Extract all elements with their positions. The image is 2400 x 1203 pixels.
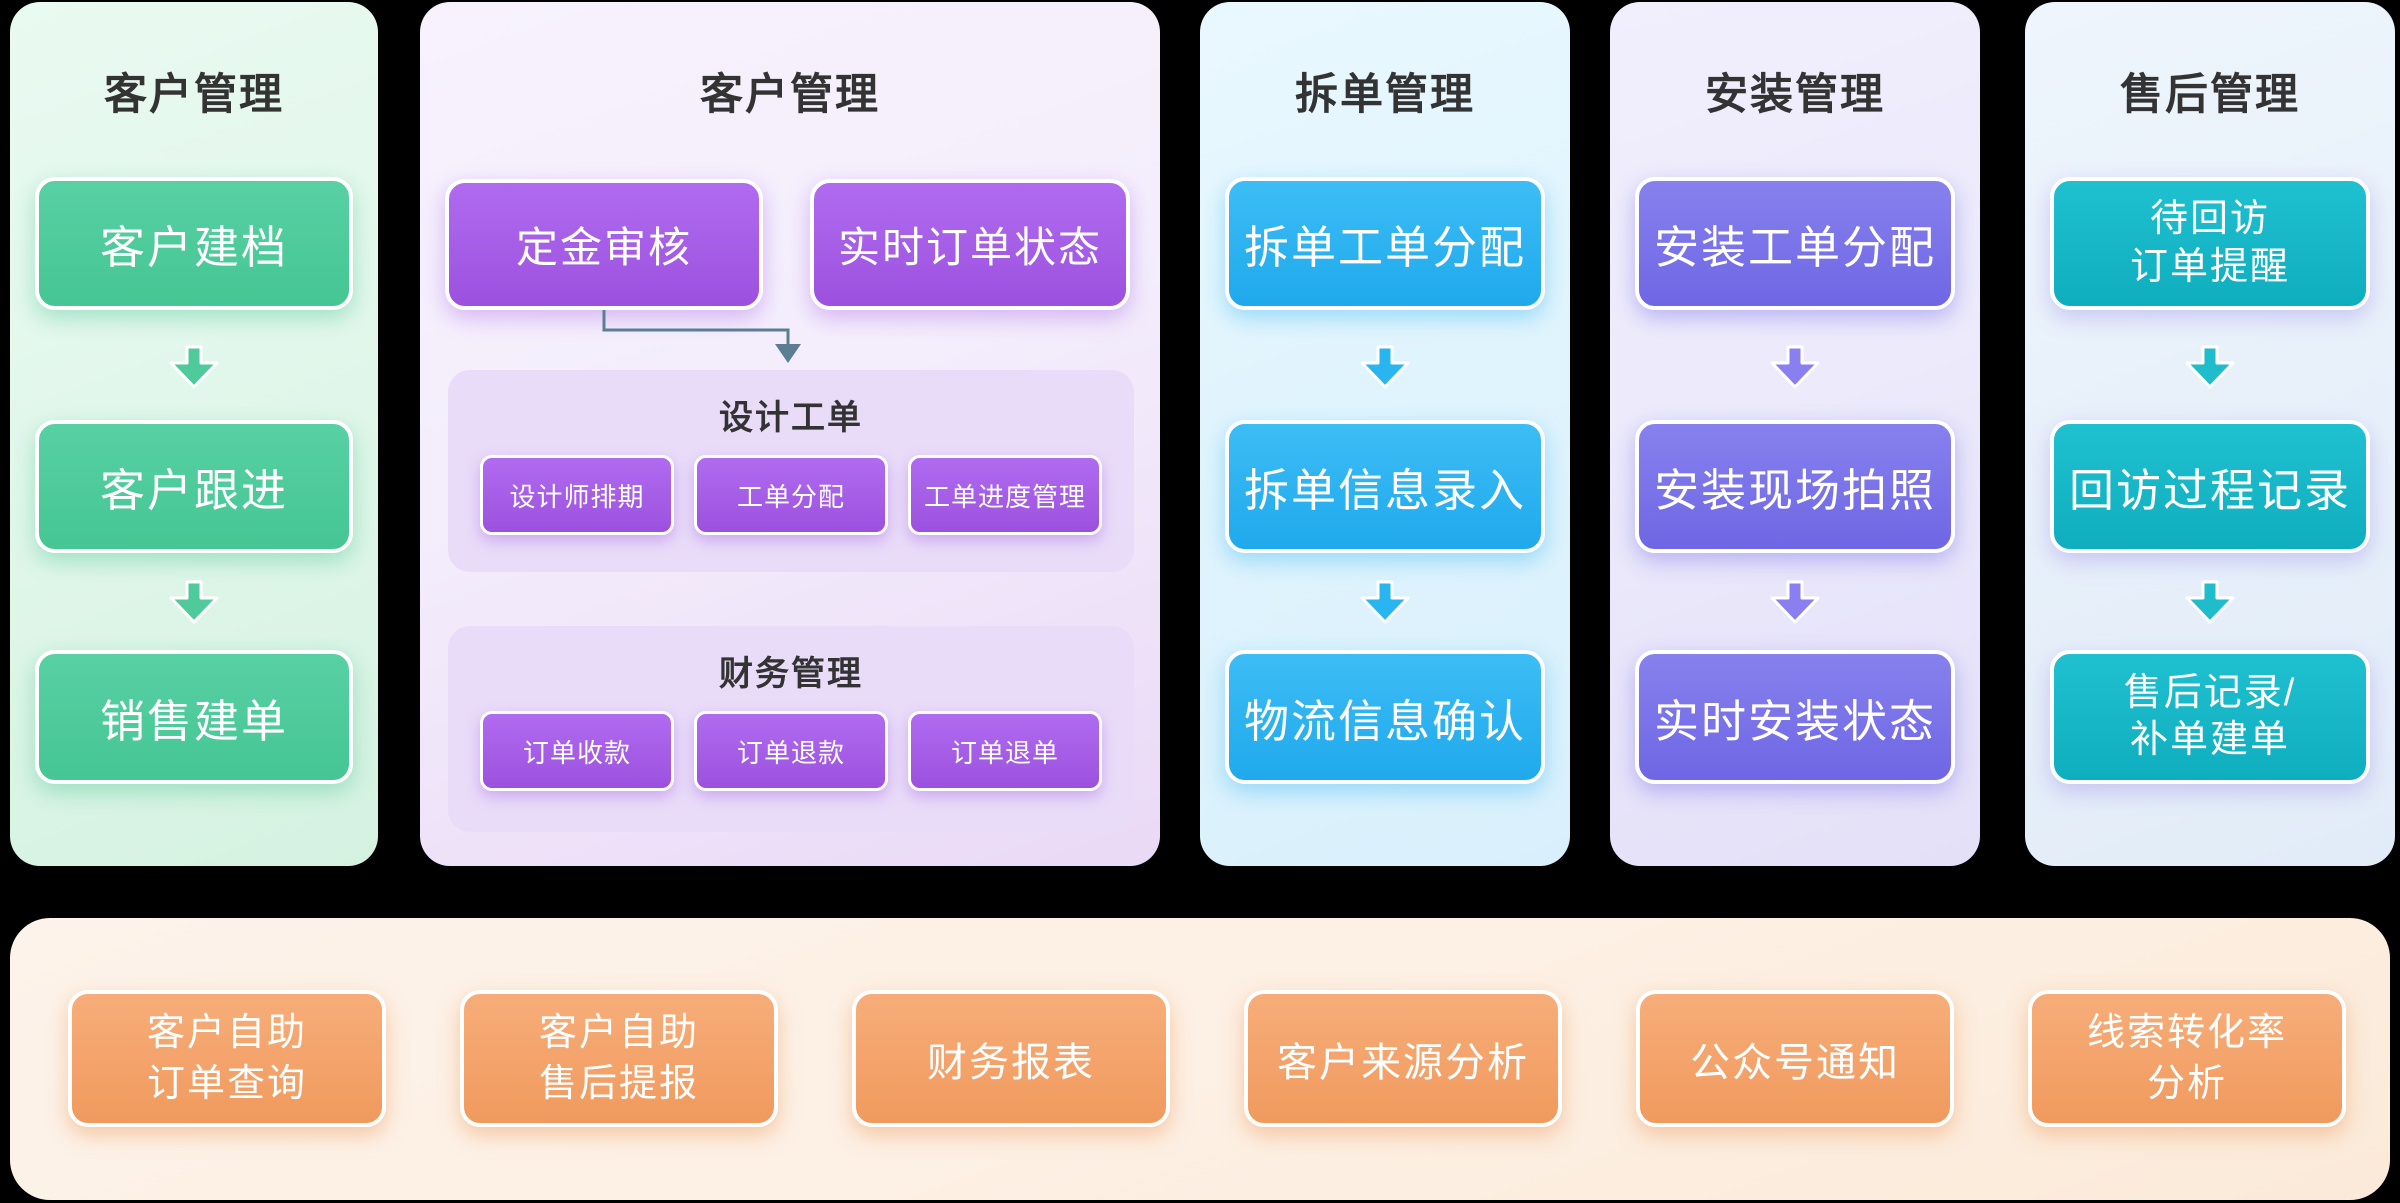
panel-order-splitting-management: 拆单管理 拆单工单分配 拆单信息录入 物流信息确认 xyxy=(1200,2,1570,866)
down-arrow-icon xyxy=(169,580,219,624)
down-arrow-icon xyxy=(1770,345,1820,389)
down-arrow-icon xyxy=(1360,580,1410,624)
bottom-feature-box: 线索转化率 分析 xyxy=(2028,990,2346,1127)
sub-feature-box: 设计师排期 xyxy=(480,455,674,535)
group-title: 财务管理 xyxy=(719,655,863,693)
flow-step-box: 客户建档 xyxy=(35,177,353,310)
down-arrow-icon xyxy=(169,345,219,389)
panel-installation-management: 安装管理 安装工单分配 安装现场拍照 实时安装状态 xyxy=(1610,2,1980,866)
group-design-worksheet: 设计工单 设计师排期 工单分配 工单进度管理 xyxy=(448,370,1134,572)
flow-step-box: 安装工单分配 xyxy=(1635,177,1955,310)
panel-title: 客户管理 xyxy=(104,71,284,119)
flow-step-box: 安装现场拍照 xyxy=(1635,420,1955,553)
panel-aftersales-management: 售后管理 待回访 订单提醒 回访过程记录 售后记录/ 补单建单 xyxy=(2025,2,2395,866)
bottom-feature-box: 财务报表 xyxy=(852,990,1170,1127)
flow-step-box: 回访过程记录 xyxy=(2050,420,2370,553)
bottom-bar: 客户自助 订单查询 客户自助 售后提报 财务报表 客户来源分析 公众号通知 线索… xyxy=(10,918,2390,1200)
sub-feature-box: 订单收款 xyxy=(480,711,674,791)
panel-title: 客户管理 xyxy=(700,71,880,119)
sub-feature-box: 订单退款 xyxy=(694,711,888,791)
sub-feature-box: 工单分配 xyxy=(694,455,888,535)
sub-feature-box: 工单进度管理 xyxy=(908,455,1102,535)
bottom-feature-box: 客户自助 售后提报 xyxy=(460,990,778,1127)
bottom-feature-box: 客户来源分析 xyxy=(1244,990,1562,1127)
flow-step-box: 实时安装状态 xyxy=(1635,650,1955,784)
group-items: 设计师排期 工单分配 工单进度管理 xyxy=(480,455,1102,535)
deposit-review-box: 定金审核 xyxy=(445,179,763,310)
down-arrow-icon xyxy=(1360,345,1410,389)
panel-title: 安装管理 xyxy=(1705,71,1885,119)
flow-step-box: 拆单信息录入 xyxy=(1225,420,1545,553)
flow-step-box: 售后记录/ 补单建单 xyxy=(2050,650,2370,784)
bottom-feature-box: 公众号通知 xyxy=(1636,990,1954,1127)
sub-feature-box: 订单退单 xyxy=(908,711,1102,791)
down-arrow-icon xyxy=(1770,580,1820,624)
flow-step-box: 物流信息确认 xyxy=(1225,650,1545,784)
flow-step-box: 销售建单 xyxy=(35,650,353,784)
bottom-feature-box: 客户自助 订单查询 xyxy=(68,990,386,1127)
flow-step-box: 拆单工单分配 xyxy=(1225,177,1545,310)
panel-title: 售后管理 xyxy=(2120,71,2300,119)
down-arrow-icon xyxy=(2185,580,2235,624)
panel-customer-management-sales: 客户管理 客户建档 客户跟进 销售建单 xyxy=(10,2,378,866)
realtime-order-status-box: 实时订单状态 xyxy=(810,179,1130,310)
group-items: 订单收款 订单退款 订单退单 xyxy=(480,711,1102,791)
down-arrow-icon xyxy=(2185,345,2235,389)
flow-step-box: 待回访 订单提醒 xyxy=(2050,177,2370,310)
panel-customer-management-orders: 客户管理 定金审核 实时订单状态 设计工单 设计师排期 工单分配 工单进度管理 … xyxy=(420,2,1160,866)
panel-title: 拆单管理 xyxy=(1295,71,1475,119)
group-finance-management: 财务管理 订单收款 订单退款 订单退单 xyxy=(448,626,1134,832)
flow-step-box: 客户跟进 xyxy=(35,420,353,553)
group-title: 设计工单 xyxy=(719,399,863,437)
